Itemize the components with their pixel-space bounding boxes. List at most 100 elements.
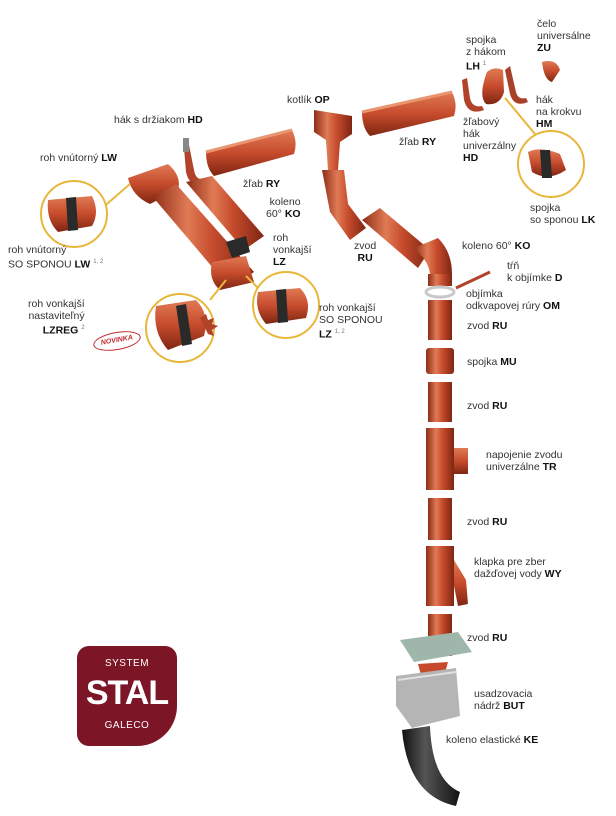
label-zvod-ru-1: zvod RU [354,240,376,264]
label-napojenie-tr-text: napojenie zvodu univerzálne [486,449,563,473]
end-cap-zu [542,61,560,82]
label-koleno-60-code: KO [514,240,531,252]
label-spojka-lh-sup: 1 [482,61,487,67]
label-roh-lzreg-code: LZREG [42,324,79,337]
label-celo-zu-text: čelo universálne [537,18,591,42]
label-spojka-lh-text: spojka z hákom [466,34,506,58]
label-zlab-ry-middle-code: RY [265,178,281,190]
hook-hm [505,66,528,104]
label-celo-zu-code: ZU [537,42,551,54]
branch-tr [426,428,454,490]
label-zvod-ru-4-text: zvod [467,516,490,528]
logo-galeco: GALECO [104,720,150,731]
label-zlab-ry-right-code: RY [421,136,437,148]
label-kotlik-op-code: OP [314,94,330,106]
label-klapka-wy-code: WY [544,568,562,580]
detail-roh-lzreg [145,293,218,363]
label-zvod-ru-2: zvod RU [467,320,507,332]
label-koleno-60: koleno 60° KO [462,240,530,252]
label-hak-hd-text: hák s držiakom [114,114,185,126]
label-zvod-ru-3: zvod RU [467,400,507,412]
pipe-ru-3 [428,498,452,540]
label-zvod-ru-1-code: RU [357,252,373,264]
label-koleno-ke-text: koleno elastické [446,734,521,746]
label-objimka-om-text: objímka odkvapovej rúry [466,288,541,312]
label-nadrz-but: usadzovacia nádrž BUT [474,688,532,712]
label-roh-lz-spona: roh vonkajší SO SPONOU LZ 1, 2 [319,302,383,341]
corner-lz-main [211,256,254,290]
label-roh-lw-spona-sup: 1, 2 [93,259,104,265]
pipe-ru-2 [428,382,452,422]
connector-mu [426,348,454,374]
label-roh-lz-text: roh vonkajší [273,232,312,256]
hook-hd-small [462,78,484,112]
label-spojka-mu: spojka MU [467,356,517,368]
pipe-ru-1 [428,300,452,340]
label-hak-hd-code: HD [187,114,203,126]
label-trn-d-text: tŕň k objímke [507,260,552,284]
label-roh-lz: roh vonkajší LZ [273,232,312,268]
label-roh-lw-text: roh vnútorný [40,152,99,164]
flap-wy [426,546,454,606]
label-spojka-lk-text: spojka so sponou [530,202,579,226]
logo-stal: STAL [85,674,169,712]
hook-lh [482,68,504,105]
stal-galeco-logo: SYSTEM STAL GALECO [77,646,177,746]
label-roh-lz-spona-sup: 1, 2 [334,329,345,335]
label-koleno-ko: koleno 60° KO [266,196,301,220]
label-koleno-60-text: koleno 60° [462,240,512,252]
gutter-diagonal-2 [186,176,264,250]
label-roh-lw: roh vnútorný LW [40,152,117,164]
label-zlabovy-hd-text: žľabový hák univerzálny [463,116,517,152]
label-zvod-ru-2-text: zvod [467,320,490,332]
label-roh-lzreg-sup: 2 [81,325,85,331]
bracket-om [424,285,456,299]
label-zvod-ru-3-code: RU [492,400,508,412]
label-zlab-ry-right-text: žľab [399,136,419,148]
label-zvod-ru-5-code: RU [492,632,508,644]
label-hak-hm-text: hák na krokvu [536,94,582,118]
label-hak-hm: hák na krokvu HM [536,94,582,130]
label-koleno-ko-text: koleno 60° [266,196,301,220]
label-koleno-ke: koleno elastické KE [446,734,538,746]
label-trn-d: tŕň k objímke D [507,260,562,284]
label-zvod-ru-5-text: zvod [467,632,490,644]
label-spojka-mu-text: spojka [467,356,498,368]
label-spojka-lh-code: LH [466,60,480,73]
label-roh-lzreg: roh vonkajší nastaviteľný LZREG 2 [28,298,85,337]
flap-wy-spout [454,560,468,606]
logo-system: SYSTEM [104,658,150,669]
label-roh-lw-code: LW [101,152,118,164]
pipe-ru-diagonal [362,208,430,268]
label-roh-lw-spona: roh vnútorný SO SPONOU LW 1, 2 [8,244,104,271]
hook-hd-holder [184,140,208,186]
label-zlab-ry-right: žľab RY [399,136,436,148]
label-spojka-lh: spojka z hákom LH 1 [466,34,506,73]
label-napojenie-tr: napojenie zvodu univerzálne TR [486,449,562,473]
label-zlab-ry-middle: žľab RY [243,178,280,190]
gully-lid [400,632,472,662]
gutter-ry-middle [206,130,296,176]
label-klapka-wy: klapka pre zber dažďovej vody WY [474,556,562,580]
label-klapka-wy-text: klapka pre zber dažďovej vody [474,556,546,580]
label-zvod-ru-3-text: zvod [467,400,490,412]
label-objimka-om: objímka odkvapovej rúry OM [466,288,560,312]
label-koleno-ke-code: KE [523,734,539,746]
label-hak-hm-code: HM [536,118,553,130]
outlet-op [314,110,352,170]
label-nadrz-but-text: usadzovacia nádrž [474,688,533,712]
elbow-ko-bottom [414,238,452,276]
elbow-ko-top [322,170,366,240]
label-spojka-lk: spojka so sponou LK [530,202,595,226]
label-roh-lw-spona-text: roh vnútorný SO SPONOU [8,244,72,271]
label-zvod-ru-4-code: RU [492,516,508,528]
branch-tr-side [454,448,468,474]
label-objimka-om-code: OM [543,300,560,312]
detail-roh-lz-spona [252,271,320,339]
detail-spojka-lk [517,130,585,198]
label-napojenie-tr-code: TR [542,461,557,473]
label-zvod-ru-4: zvod RU [467,516,507,528]
label-roh-lz-code: LZ [273,256,286,268]
label-hak-hd: hák s držiakom HD [114,114,203,126]
label-spojka-lk-code: LK [581,214,596,226]
